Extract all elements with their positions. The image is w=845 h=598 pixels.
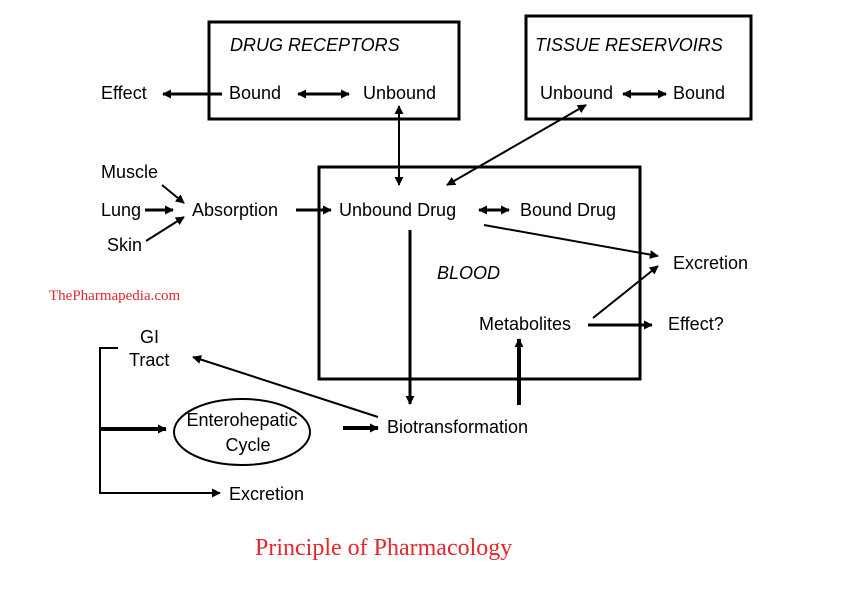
effect-label: Effect [101, 83, 147, 103]
blood-heading: BLOOD [437, 263, 500, 283]
unbound-drug-label: Unbound Drug [339, 200, 456, 220]
skin-arrow [145, 216, 185, 242]
diagram-title: Principle of Pharmacology [255, 535, 512, 561]
effect-question-label: Effect? [668, 314, 724, 334]
bound-drug-label: Bound Drug [520, 200, 616, 220]
tissue-unbound-label: Unbound [540, 83, 613, 103]
metabolites-excretion-arrow [592, 265, 659, 319]
muscle-label: Muscle [101, 162, 158, 182]
absorption-label: Absorption [192, 200, 278, 220]
receptor-unbound-label: Unbound [363, 83, 436, 103]
excretion-right-label: Excretion [673, 253, 748, 273]
gi-excretion-bracket [99, 347, 221, 498]
gi-label-line1: GI [140, 327, 159, 347]
drug-receptors-box [207, 20, 461, 121]
drug-receptors-heading: DRUG RECEPTORS [230, 35, 400, 55]
enterohepatic-line2: Cycle [225, 435, 270, 455]
watermark: ThePharmapedia.com [49, 288, 181, 304]
unbound-drug-excretion-arrow [483, 224, 659, 260]
muscle-arrow [161, 184, 185, 204]
tissue-blood-arrow [446, 104, 587, 186]
biotransformation-gi-arrow [192, 355, 379, 418]
biotransformation-label: Biotransformation [387, 417, 528, 437]
enterohepatic-line1: Enterohepatic [186, 410, 297, 430]
tissue-reservoirs-box [524, 14, 753, 121]
gi-label-line2: Tract [129, 350, 169, 370]
tissue-bound-label: Bound [673, 83, 725, 103]
enterohepatic-cycle-ellipse [173, 398, 311, 466]
skin-label: Skin [107, 235, 142, 255]
excretion-bottom-label: Excretion [229, 484, 304, 504]
tissue-reservoirs-heading: TISSUE RESERVOIRS [535, 35, 723, 55]
receptor-bound-label: Bound [229, 83, 281, 103]
lung-label: Lung [101, 200, 141, 220]
metabolites-label: Metabolites [479, 314, 571, 334]
